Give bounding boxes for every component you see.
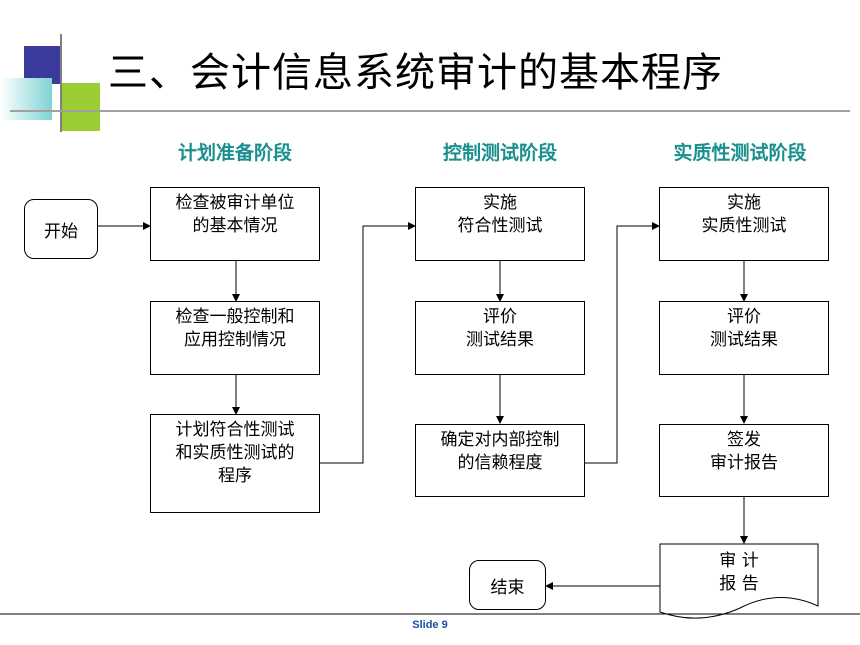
- plan-tests-box: 计划符合性测试 和实质性测试的 程序: [150, 414, 320, 513]
- phase-substantive-test-label: 实质性测试阶段: [673, 142, 807, 164]
- reliance-box: 确定对内部控制 的信赖程度: [415, 424, 585, 497]
- do-compliance-box: 实施 符合性测试: [415, 187, 585, 261]
- eval-compliance-box: 评价 测试结果: [415, 301, 585, 375]
- eval-substantive-box: 评价 测试结果: [659, 301, 829, 375]
- slide-number: Slide 9: [412, 619, 448, 631]
- check-controls-box: 检查一般控制和 应用控制情况: [150, 301, 320, 375]
- phase-planning-label: 计划准备阶段: [177, 142, 292, 164]
- end-node: 结束: [469, 560, 546, 610]
- report-document-label: 审 计 报 告: [719, 551, 759, 594]
- deco-horizontal-line: [10, 110, 850, 112]
- deco-green-square: [62, 83, 100, 131]
- issue-report-box: 签发 审计报告: [659, 424, 829, 497]
- do-substantive-box: 实施 实质性测试: [659, 187, 829, 261]
- page-title: 三、会计信息系统审计的基本程序: [108, 50, 723, 96]
- report-document-shape: [659, 543, 819, 619]
- deco-teal-square: [0, 78, 52, 120]
- phase-control-test-label: 控制测试阶段: [442, 142, 557, 164]
- start-node: 开始: [24, 199, 98, 259]
- check-unit-box: 检查被审计单位 的基本情况: [150, 187, 320, 261]
- deco-blue-square: [24, 46, 62, 84]
- deco-vertical-line: [60, 34, 62, 132]
